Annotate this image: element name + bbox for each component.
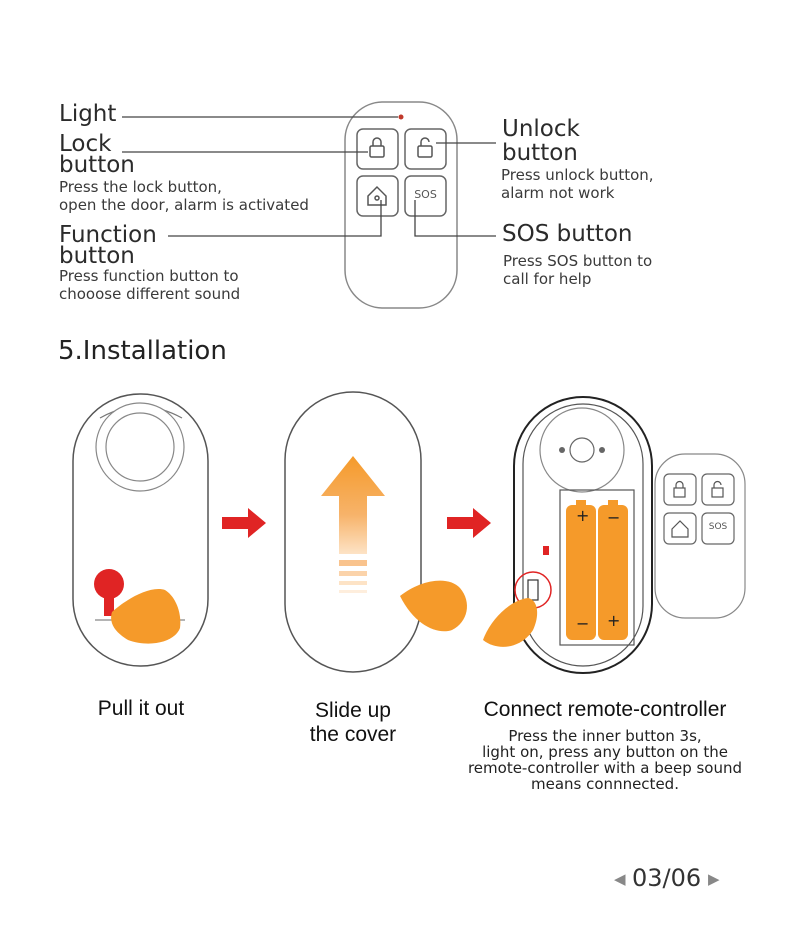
step3-desc-4: means connnected.: [531, 775, 679, 793]
lock-desc-2: open the door, alarm is activated: [59, 196, 309, 214]
function-title-1: Function: [59, 222, 157, 248]
battery1-plus: +: [576, 506, 590, 525]
step1-device: [72, 393, 209, 667]
step3-caption: Connect remote-controller: [483, 698, 727, 721]
page-number: 03/06: [632, 864, 702, 892]
step2-caption-2: the cover: [309, 723, 397, 746]
sos-title: SOS button: [502, 221, 633, 247]
pull-tab: [94, 569, 124, 599]
function-title-2: button: [59, 243, 135, 269]
step-arrow-1: [222, 508, 266, 538]
lock-title-2: button: [59, 152, 135, 178]
unlock-key: [404, 128, 447, 170]
step3-desc-2: light on, press any button on the: [482, 743, 728, 761]
battery-2: [598, 505, 628, 640]
small-remote: [654, 453, 746, 619]
lock-icon: [369, 137, 385, 158]
step3-device: [483, 396, 653, 674]
hand-icon-2: [400, 580, 467, 632]
lock-title-1: Lock: [59, 131, 112, 157]
remote-diagram: [122, 101, 496, 309]
light-label: Light: [59, 101, 117, 127]
step1-caption: Pull it out: [97, 697, 185, 720]
unlock-icon: [417, 137, 433, 158]
battery-1: [566, 505, 596, 640]
lock-desc-1: Press the lock button,: [59, 178, 222, 196]
sos-key-label: SOS: [414, 188, 437, 201]
installation-title: 5.Installation: [58, 336, 227, 366]
step3-desc-3: remote-controller with a beep sound: [467, 759, 743, 777]
home-icon: [367, 185, 387, 206]
battery2-plus: +: [607, 611, 621, 630]
next-page-icon[interactable]: ▶: [708, 871, 720, 888]
function-desc-1: Press function button to: [59, 267, 239, 285]
slide-up-arrow: [321, 456, 385, 554]
battery2-minus: −: [607, 508, 621, 527]
light-indicator: [398, 114, 404, 120]
function-desc-2: chooose different sound: [59, 285, 241, 303]
installation-diagram: [72, 391, 746, 674]
unlock-desc-2: alarm not work: [501, 184, 615, 202]
battery1-minus: −: [576, 614, 590, 633]
hand-icon: [111, 589, 181, 644]
unlock-title-1: Unlock: [502, 116, 580, 142]
lock-key: [356, 128, 399, 170]
small-remote-sos: SOS: [708, 522, 728, 532]
unlock-desc-1: Press unlock button,: [501, 166, 654, 184]
step-arrow-2: [447, 508, 491, 538]
step2-device: [284, 391, 467, 673]
hand-icon-3: [483, 598, 538, 647]
sos-desc-1: Press SOS button to: [503, 252, 653, 270]
sos-desc-2: call for help: [503, 270, 592, 288]
step3-desc-1: Press the inner button 3s,: [508, 727, 702, 745]
prev-page-icon[interactable]: ◀: [614, 871, 626, 888]
unlock-title-2: button: [502, 140, 578, 166]
step2-caption-1: Slide up: [315, 699, 391, 722]
